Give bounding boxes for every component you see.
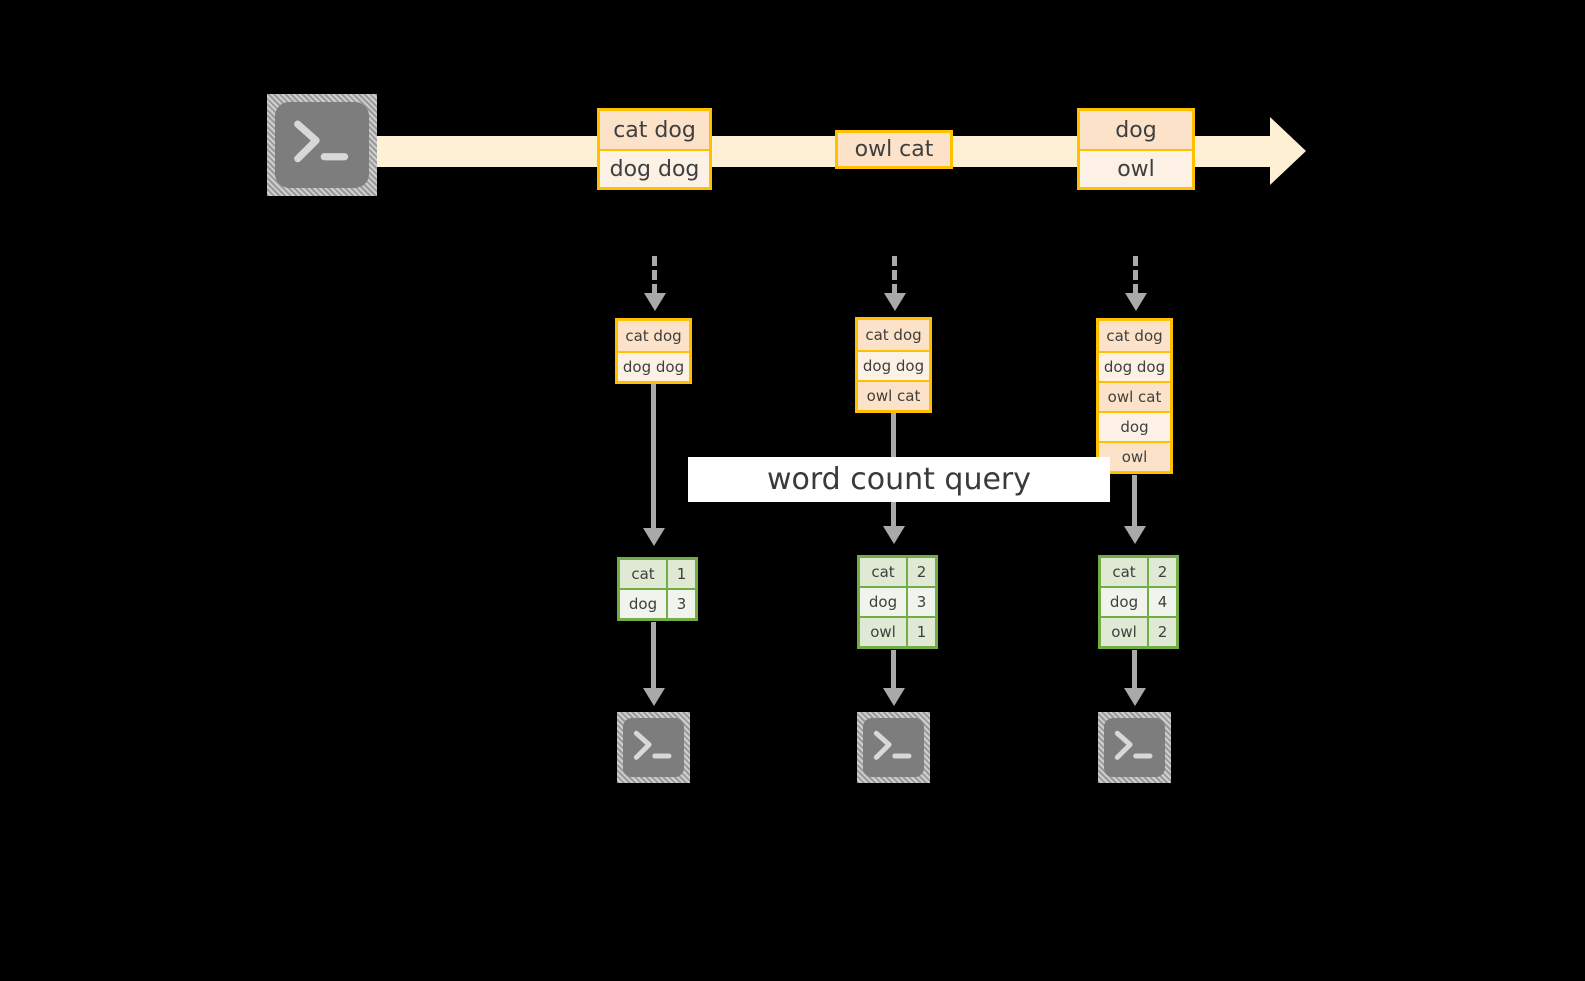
query-connector-line-3	[1132, 475, 1137, 528]
result-count: 3	[908, 588, 935, 616]
result-count: 1	[668, 560, 695, 588]
terminal-prompt-glyph	[873, 730, 912, 760]
input-row: cat dog	[618, 321, 689, 351]
terminal-screen	[1104, 718, 1165, 777]
stream-record: cat dog	[600, 111, 709, 149]
result-count: 3	[668, 590, 695, 618]
result-row: cat 2	[1101, 558, 1176, 586]
result-word: owl	[1101, 618, 1147, 646]
result-row: dog 3	[860, 588, 935, 616]
stream-record: owl cat	[838, 133, 950, 166]
query-label-band: word count query	[688, 457, 1110, 502]
source-terminal-icon[interactable]	[267, 94, 377, 196]
stream-record: owl	[1080, 149, 1192, 187]
input-row: dog dog	[1099, 351, 1170, 381]
query-connector-arrowhead-2	[883, 526, 905, 544]
input-row: owl cat	[1099, 381, 1170, 411]
input-row: owl cat	[858, 380, 929, 410]
terminal-screen	[863, 718, 924, 777]
terminal-prompt-glyph	[293, 121, 348, 163]
stream-record: dog dog	[600, 149, 709, 187]
sink-connector-line-3	[1132, 650, 1137, 690]
result-count: 1	[908, 618, 935, 646]
query-connector-arrowhead-3	[1124, 526, 1146, 544]
sink-connector-arrowhead-3	[1124, 688, 1146, 706]
sink-connector-line-2	[891, 650, 896, 690]
result-row: dog 4	[1101, 588, 1176, 616]
terminal-prompt-glyph	[633, 730, 672, 760]
snapshot-connector-dashed-1	[652, 256, 657, 294]
query-connector-line-1	[651, 384, 656, 530]
input-row: dog	[1099, 411, 1170, 441]
stream-record: dog	[1080, 111, 1192, 149]
stream-arrowhead	[1270, 117, 1306, 185]
result-row: cat 2	[860, 558, 935, 586]
result-word: dog	[860, 588, 906, 616]
terminal-screen	[275, 102, 369, 188]
sink-connector-line-1	[651, 622, 656, 690]
result-word: cat	[1101, 558, 1147, 586]
sink-terminal-icon-2[interactable]	[857, 712, 930, 783]
sink-connector-arrowhead-2	[883, 688, 905, 706]
snapshot-connector-arrowhead-1	[644, 293, 666, 311]
sink-connector-arrowhead-1	[643, 688, 665, 706]
result-count: 2	[908, 558, 935, 586]
terminal-prompt-glyph	[1114, 730, 1153, 760]
query-label-text: word count query	[766, 462, 1032, 497]
snapshot-connector-arrowhead-3	[1125, 293, 1147, 311]
query-connector-arrowhead-1	[643, 528, 665, 546]
result-word: dog	[620, 590, 666, 618]
input-table-2[interactable]: cat dog dog dog owl cat	[855, 317, 932, 413]
result-table-3[interactable]: cat 2 dog 4 owl 2	[1098, 555, 1179, 649]
sink-terminal-icon-3[interactable]	[1098, 712, 1171, 783]
input-row: dog dog	[618, 351, 689, 381]
result-word: cat	[860, 558, 906, 586]
result-row: owl 2	[1101, 618, 1176, 646]
snapshot-connector-dashed-3	[1133, 256, 1138, 294]
sink-terminal-icon-1[interactable]	[617, 712, 690, 783]
result-count: 2	[1149, 558, 1176, 586]
result-row: owl 1	[860, 618, 935, 646]
result-row: cat 1	[620, 560, 695, 588]
stream-record-group-1[interactable]: cat dog dog dog	[597, 108, 712, 190]
result-word: owl	[860, 618, 906, 646]
result-table-2[interactable]: cat 2 dog 3 owl 1	[857, 555, 938, 649]
result-word: dog	[1101, 588, 1147, 616]
result-count: 2	[1149, 618, 1176, 646]
input-table-1[interactable]: cat dog dog dog	[615, 318, 692, 384]
terminal-screen	[623, 718, 684, 777]
result-count: 4	[1149, 588, 1176, 616]
input-row: dog dog	[858, 350, 929, 380]
stream-record-group-2[interactable]: owl cat	[835, 130, 953, 169]
input-row: cat dog	[1099, 321, 1170, 351]
snapshot-connector-arrowhead-2	[884, 293, 906, 311]
input-row: owl	[1099, 441, 1170, 471]
result-row: dog 3	[620, 590, 695, 618]
stream-record-group-3[interactable]: dog owl	[1077, 108, 1195, 190]
input-table-3[interactable]: cat dog dog dog owl cat dog owl	[1096, 318, 1173, 474]
input-row: cat dog	[858, 320, 929, 350]
snapshot-connector-dashed-2	[892, 256, 897, 294]
result-word: cat	[620, 560, 666, 588]
result-table-1[interactable]: cat 1 dog 3	[617, 557, 698, 621]
